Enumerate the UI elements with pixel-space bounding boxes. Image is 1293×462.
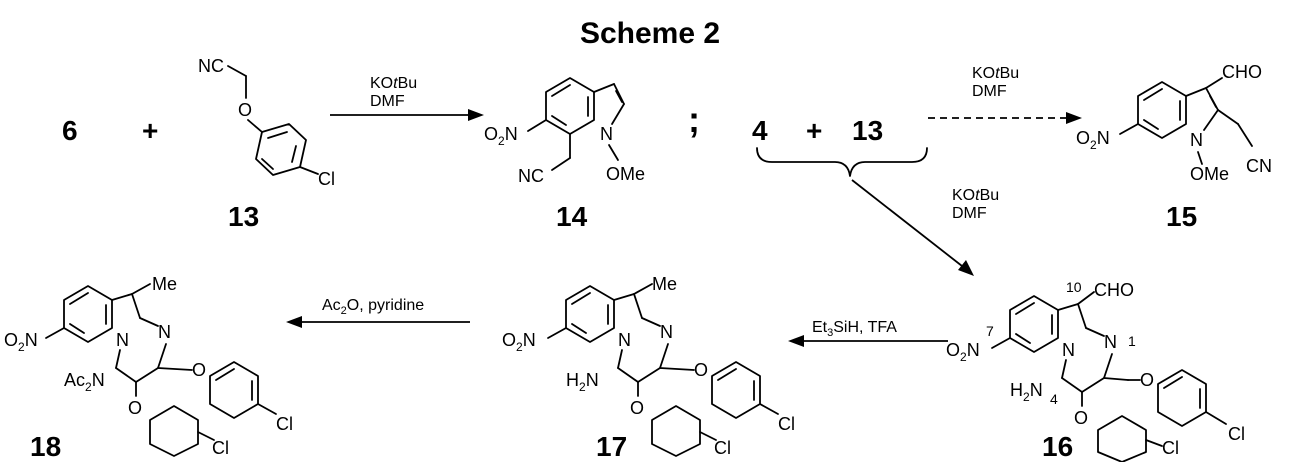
atom-n-16a: N (1062, 340, 1075, 360)
atom-n-17b: N (660, 322, 673, 342)
atom-cl-18b: Cl (212, 438, 229, 458)
atom-o2n-18: O2N (4, 330, 38, 354)
atom-o-18a: O (192, 360, 206, 380)
structure-16: CHO 10 N N 1 O Cl O Cl H2N 4 O2N 7 (946, 279, 1245, 462)
atom-ome-14: OMe (606, 164, 645, 184)
atom-h2n-16: H2N (1010, 380, 1043, 404)
reagent-4: Et3SiH, TFA (812, 319, 897, 339)
structure-15: CHO N CN OMe O2N (1076, 62, 1272, 184)
reagent-2-line1: KOtBu (972, 65, 1019, 82)
atom-ome-15: OMe (1190, 164, 1229, 184)
reaction-arrow-diagonal (851, 179, 963, 267)
plus-sign-1: + (142, 115, 158, 146)
atom-o-17a: O (694, 360, 708, 380)
atom-o-17b: O (630, 398, 644, 418)
reagent-2-line2: DMF (972, 83, 1007, 100)
atom-n-15: N (1190, 130, 1203, 150)
atom-cl-17b: Cl (714, 438, 731, 458)
atom-cn-15: CN (1246, 156, 1272, 176)
locant-4: 4 (1050, 391, 1058, 407)
atom-n-14: N (600, 124, 613, 144)
atom-me-17: Me (652, 274, 677, 294)
structure-14: N OMe O2N NC (484, 77, 645, 186)
locant-7: 7 (986, 323, 994, 339)
atom-cl: Cl (318, 169, 335, 189)
scheme-title: Scheme 2 (580, 17, 720, 50)
atom-o2n-17: O2N (502, 330, 536, 354)
atom-n-16b: N (1104, 332, 1117, 352)
atom-cl-16b: Cl (1162, 438, 1179, 458)
atom-n-18a: N (116, 330, 129, 350)
reagent-1-line2: DMF (370, 93, 405, 110)
locant-1: 1 (1128, 333, 1136, 349)
compound-label-14: 14 (556, 201, 588, 232)
atom-o: O (238, 100, 252, 120)
atom-o-16b: O (1074, 408, 1088, 428)
atom-n-17a: N (618, 330, 631, 350)
atom-ac2n-18: Ac2N (64, 370, 105, 394)
separator-semicolon: ; (688, 99, 700, 140)
atom-o-16a: O (1140, 370, 1154, 390)
compound-label-13b: 13 (852, 115, 883, 146)
atom-nc-14: NC (518, 166, 544, 186)
atom-cl-16a: Cl (1228, 424, 1245, 444)
reagent-3-line1: KOtBu (952, 187, 999, 204)
brace (756, 147, 928, 177)
atom-nc: NC (198, 56, 224, 76)
structure-17: Me N N O Cl O Cl H2N O2N (502, 274, 795, 458)
reagent-1-line1: KOtBu (370, 75, 417, 92)
compound-label-4: 4 (752, 115, 768, 146)
compound-label-18: 18 (30, 431, 61, 462)
structure-13: NC O Cl (198, 56, 335, 189)
atom-cl-17a: Cl (778, 414, 795, 434)
compound-label-15: 15 (1166, 201, 1197, 232)
reagent-5: Ac2O, pyridine (322, 297, 424, 317)
atom-h2n-17: H2N (566, 370, 599, 394)
atom-o2n-14: O2N (484, 124, 518, 148)
reagent-3-line2: DMF (952, 205, 987, 222)
compound-label-17: 17 (596, 431, 627, 462)
atom-cho-16: CHO (1094, 280, 1134, 300)
compound-label-13: 13 (228, 201, 259, 232)
plus-sign-2: + (806, 115, 822, 146)
locant-10: 10 (1066, 279, 1082, 295)
atom-cl-18a: Cl (276, 414, 293, 434)
atom-cho-15: CHO (1222, 62, 1262, 82)
atom-n-18b: N (158, 322, 171, 342)
compound-label-16: 16 (1042, 431, 1073, 462)
atom-o2n-15: O2N (1076, 128, 1110, 152)
compound-label-6: 6 (62, 115, 78, 146)
atom-me-18: Me (152, 274, 177, 294)
atom-o-18b: O (128, 398, 142, 418)
atom-o2n-16: O2N (946, 340, 980, 364)
